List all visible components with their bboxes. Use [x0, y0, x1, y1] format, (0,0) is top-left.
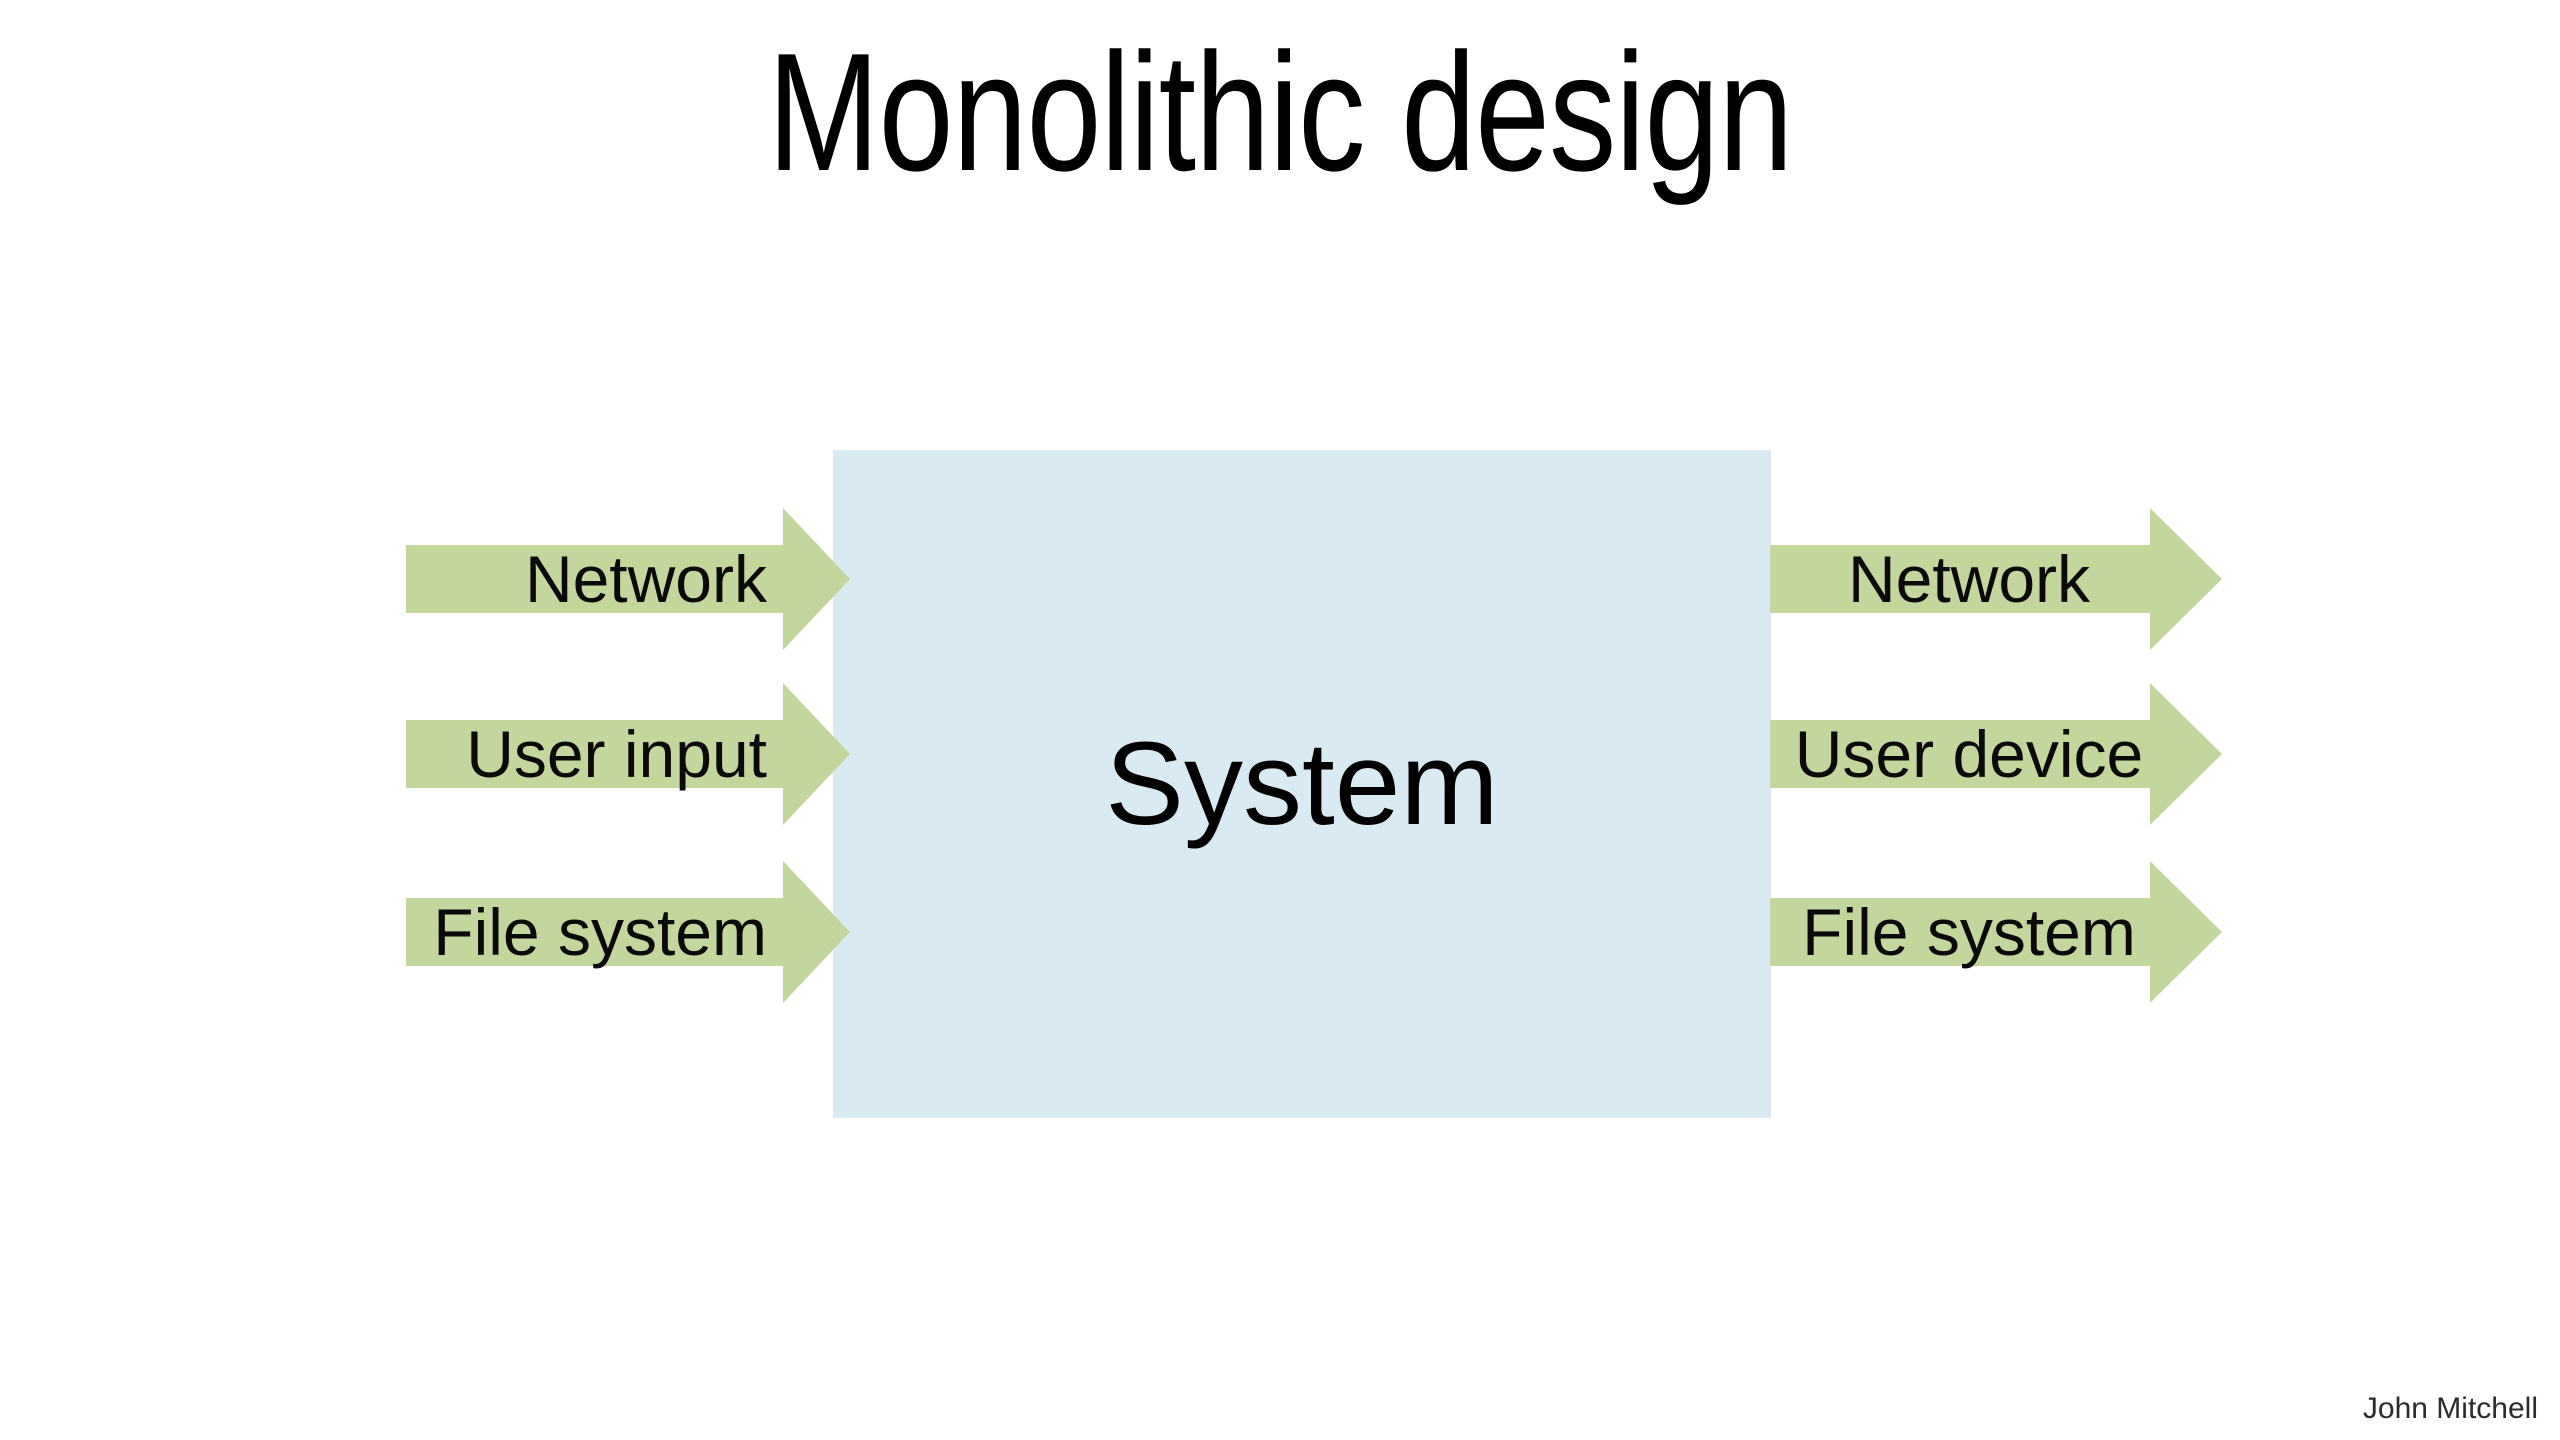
- input-arrow-label-user-input: User input: [466, 717, 767, 791]
- output-arrow-label-network: Network: [1847, 542, 2091, 616]
- output-arrow-label-user-device: User device: [1794, 717, 2144, 791]
- attribution-text: John Mitchell: [2362, 1392, 2538, 1425]
- arrow-shape-icon: [1770, 508, 2222, 650]
- arrow-shape-icon: [1770, 683, 2222, 825]
- input-arrow-file-system[interactable]: File system: [406, 861, 850, 1003]
- output-arrow-network[interactable]: Network: [1770, 508, 2222, 650]
- output-arrow-user-device[interactable]: User device: [1770, 683, 2222, 825]
- arrow-shape-icon: [1770, 861, 2222, 1003]
- input-arrow-user-input[interactable]: User input: [406, 683, 850, 825]
- output-arrow-file-system[interactable]: File system: [1770, 861, 2222, 1003]
- output-arrow-label-file-system: File system: [1802, 895, 2136, 969]
- input-arrow-label-network: Network: [524, 542, 767, 616]
- arrow-shape-icon: [406, 861, 850, 1003]
- input-arrow-network[interactable]: Network: [406, 508, 850, 650]
- system-box[interactable]: System: [833, 450, 1771, 1118]
- arrow-shape-icon: [406, 683, 850, 825]
- system-box-label: System: [1105, 718, 1499, 850]
- arrow-shape-icon: [406, 508, 850, 650]
- page-title: Monolithic design: [767, 18, 1794, 206]
- input-arrow-label-file-system: File system: [433, 895, 767, 969]
